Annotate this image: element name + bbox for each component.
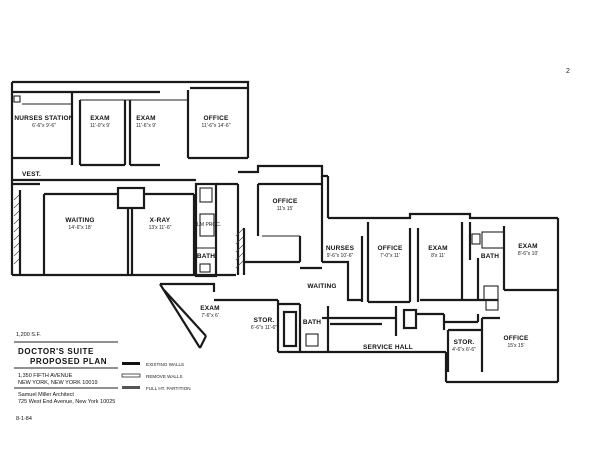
room-nurses-top-dim: 6'-6"x 9'-6" xyxy=(32,123,56,129)
label-service-hall: SERVICE HALL xyxy=(363,344,413,351)
upper-left-block xyxy=(10,80,250,275)
room-office-mid: OFFICE xyxy=(272,198,297,205)
room-office-low: OFFICE xyxy=(503,335,528,342)
room-xray-dim: 13'x 11'-6" xyxy=(149,225,172,231)
room-stor-low-dim: 6'-6"x 11'-6" xyxy=(251,325,277,331)
room-bath-low: BATH xyxy=(303,319,321,326)
legend-swatch-partition xyxy=(122,386,140,389)
room-nurses-top: NURSES STATION xyxy=(14,115,73,122)
title-block-address: 1,350 FIFTH AVENUE xyxy=(18,373,73,379)
room-waiting-mid: WAITING xyxy=(307,283,336,290)
room-xray: X-RAY xyxy=(150,217,171,224)
room-exam-a-dim: 11'-0"x 9' xyxy=(90,123,110,129)
middle-office-block xyxy=(238,164,372,270)
room-exam-a: EXAM xyxy=(90,115,110,122)
room-stor-right-dim: 4'-6"x 6'-6" xyxy=(452,347,476,353)
right-wing-block xyxy=(360,212,560,382)
legend-existing: EXISTING WALLS xyxy=(146,362,184,367)
room-exam-r2: EXAM xyxy=(518,243,538,250)
title-block-architect-address: 725 West End Avenue, New York 10025 xyxy=(18,399,115,405)
room-film-proc: FILM PROC. xyxy=(193,222,222,228)
room-stor-right: STOR. xyxy=(454,339,475,346)
room-bath-left: BATH xyxy=(197,253,215,260)
title-block-address2: NEW YORK, NEW YORK 10019 xyxy=(18,380,98,386)
legend-swatch-remove xyxy=(121,373,141,378)
room-stor-low: STOR. xyxy=(254,317,275,324)
page-number: 2 xyxy=(566,68,570,75)
area-note: 1,200 S.F. xyxy=(16,332,41,338)
room-office-mid-dim: 11'x 15' xyxy=(277,206,294,212)
room-office-top: OFFICE xyxy=(203,115,228,122)
room-exam-r1-dim: 8'x 11' xyxy=(431,253,445,259)
room-office-low-dim: 15'x 15' xyxy=(508,343,525,349)
room-vest: VEST. xyxy=(22,171,41,178)
lower-left-block xyxy=(159,282,330,354)
room-exam-b-dim: 11'-6"x 9' xyxy=(136,123,156,129)
legend-remove: REMOVE WALLS xyxy=(146,374,183,379)
room-office-r1-dim: 7'-0"x 11' xyxy=(380,253,400,259)
room-exam-r1: EXAM xyxy=(428,245,448,252)
title-block: DOCTOR'S SUITE PROPOSED PLAN 1,350 FIFTH… xyxy=(14,341,118,422)
service-hall-block xyxy=(322,260,558,384)
legend-swatch-existing xyxy=(122,362,140,365)
waiting-xray-block xyxy=(12,182,246,278)
title-block-architect: Samuel Miller Architect xyxy=(18,392,74,398)
legend-partition: FULL HT. PARTITION xyxy=(146,386,191,391)
room-waiting-left-dim: 14'-6"x 18' xyxy=(68,225,91,231)
room-bath-right: BATH xyxy=(481,253,499,260)
room-waiting-left: WAITING xyxy=(65,217,94,224)
room-office-top-dim: 11'-6"x 14'-6" xyxy=(202,123,231,129)
room-nurses-mid-dim: 9'-6"x 10'-6" xyxy=(327,253,354,259)
wall-legend: EXISTING WALLS REMOVE WALLS FULL HT. PAR… xyxy=(121,362,191,391)
title-block-title: DOCTOR'S SUITE xyxy=(18,347,94,356)
room-exam-r2-dim: 8'-6"x 10' xyxy=(518,251,538,257)
room-labels: NURSES STATION 6'-6"x 9'-6" EXAM 11'-0"x… xyxy=(14,115,538,353)
title-block-date: 8-1-84 xyxy=(16,416,32,422)
room-exam-low-dim: 7'-6"x 6' xyxy=(201,313,219,319)
room-exam-low: EXAM xyxy=(200,305,220,312)
title-block-subtitle: PROPOSED PLAN xyxy=(30,357,107,366)
room-nurses-mid: NURSES xyxy=(326,245,355,252)
room-exam-b: EXAM xyxy=(136,115,156,122)
room-office-r1: OFFICE xyxy=(377,245,402,252)
hatched-wall-bath xyxy=(235,227,245,269)
